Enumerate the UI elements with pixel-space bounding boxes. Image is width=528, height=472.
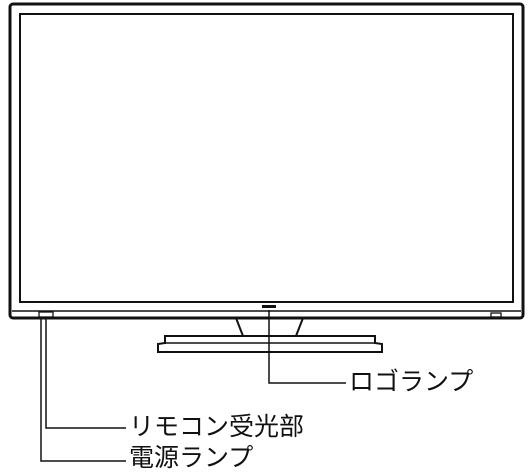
power-lamp-label: 電源ランプ bbox=[129, 443, 254, 472]
power-lamp-leader bbox=[40, 317, 126, 462]
logo-lamp-label: ロゴランプ bbox=[349, 367, 474, 396]
sensor-window bbox=[38, 311, 54, 318]
side-button bbox=[490, 312, 502, 318]
logo-lamp-leader bbox=[268, 310, 346, 384]
stand-base bbox=[157, 335, 383, 353]
tv-bezel bbox=[8, 2, 525, 320]
remote-receiver-leader bbox=[45, 317, 126, 429]
remote-receiver-label: リモコン受光部 bbox=[129, 412, 305, 441]
logo-mark bbox=[262, 305, 276, 308]
tv-screen bbox=[19, 13, 514, 303]
